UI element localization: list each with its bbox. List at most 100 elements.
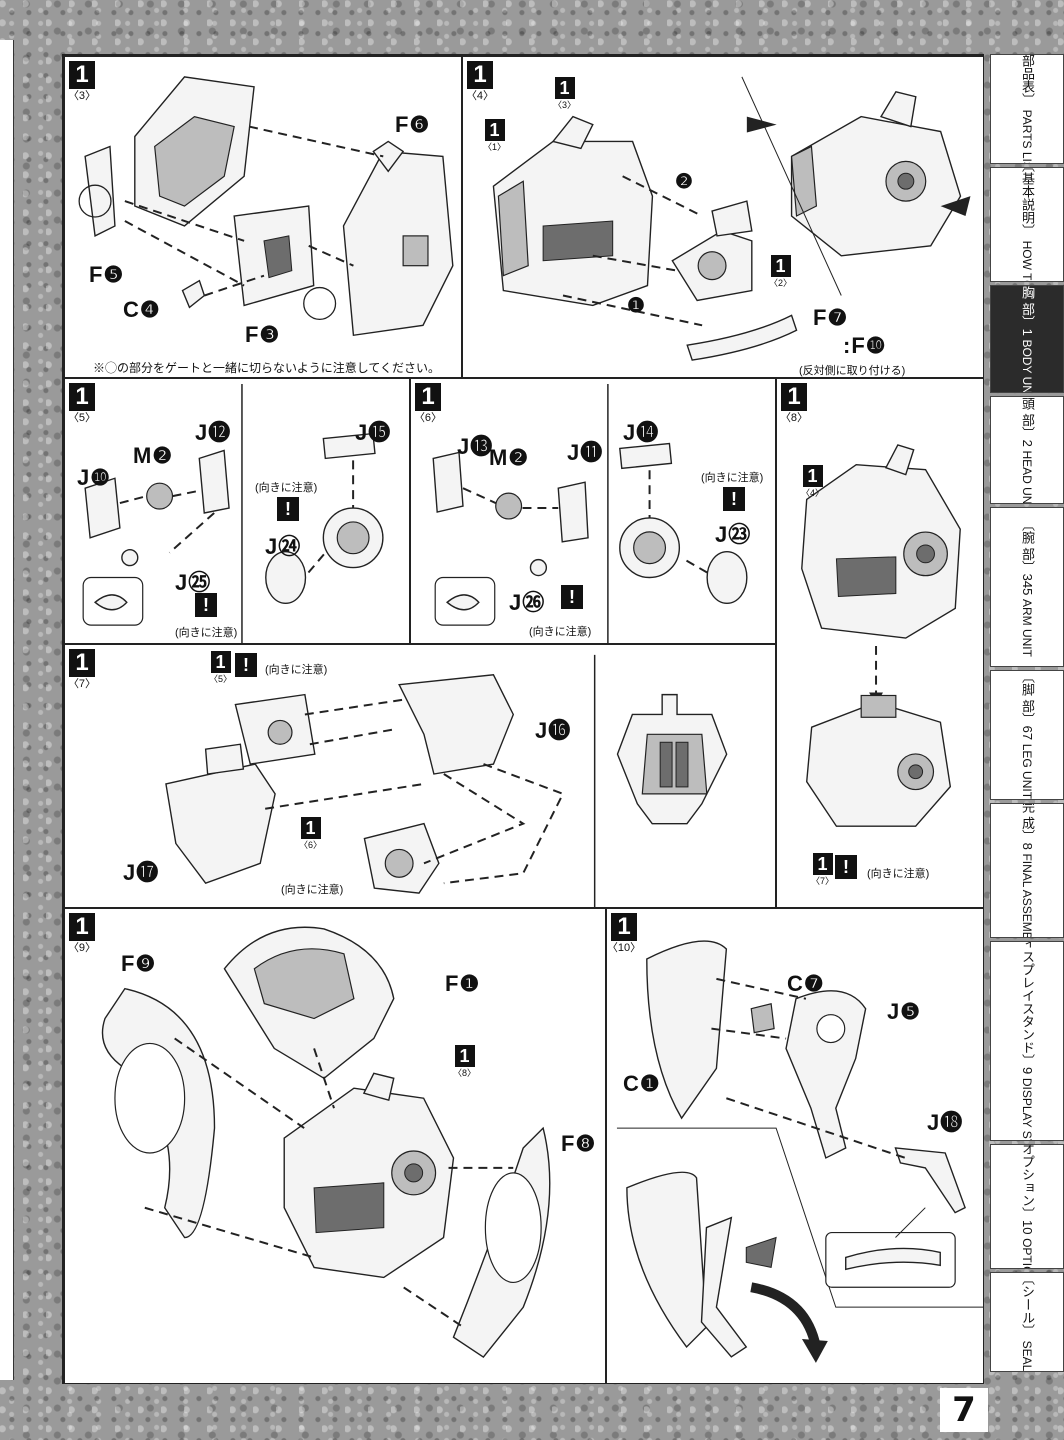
step-panel-10: 1 〈10〉 C❼ J❺ C❶ J⓲ <box>606 908 984 1384</box>
orientation-note: (向きに注意) <box>265 664 328 676</box>
step-badge: 1 〈7〉 <box>68 649 96 691</box>
step-panel-5: 1 〈5〉 J⓬ M❷ J❿ J㉕ ! (向きに注意) J⓯ (向きに注意) !… <box>64 378 410 644</box>
caution-icon: ! <box>277 497 299 521</box>
tab-seal: 〔シール〕 SEAL <box>990 1272 1064 1372</box>
step-badge: 1 〈6〉 <box>413 383 443 425</box>
caution-icon: ! <box>235 653 257 677</box>
orientation-note: (向きに注意) <box>255 482 318 494</box>
part-label: J㉔ <box>265 534 302 559</box>
part-label: J⓱ <box>123 860 160 885</box>
part-label: J㉕ <box>175 570 212 595</box>
tab-en-label: HOW TO <box>1020 240 1034 282</box>
step-number: 1 <box>300 817 321 839</box>
tab-en-label: LEG UNIT <box>1020 744 1034 800</box>
part-label: J❺ <box>887 999 921 1024</box>
step-number: 1 <box>812 853 833 875</box>
substep-reference: 1 〈2〉 <box>769 255 792 288</box>
part-label: J㉓ <box>715 522 752 547</box>
tab-arm-unit: 〔腕 部〕345 ARM UNIT <box>990 507 1064 667</box>
step-subnumber: 〈5〉 <box>67 412 97 424</box>
step-subnumber: 〈10〉 <box>606 942 642 954</box>
tab-en-label: DISPLAY STAND <box>1020 1078 1034 1141</box>
step-number: 1 <box>454 1045 475 1067</box>
step-number: 1 <box>781 383 807 411</box>
tab-head-unit: 〔頭 部〕2 HEAD UNIT <box>990 396 1064 504</box>
part-label: F❽ <box>561 1131 597 1156</box>
orientation-note: (向きに注意) <box>175 627 238 639</box>
part-label: F❻ <box>395 112 431 137</box>
tab-en-label: HEAD UNIT <box>1020 450 1034 504</box>
step-number: 1 <box>69 649 95 677</box>
orientation-note: (向きに注意) <box>529 626 592 638</box>
step-number: 1 <box>802 465 823 487</box>
tab-jp-label: 〔部品表〕 <box>1020 54 1035 106</box>
page-number: 7 <box>940 1388 988 1432</box>
orientation-note: (向きに注意) <box>867 868 930 880</box>
step-subnumber: 〈8〉 <box>453 1068 477 1078</box>
step-number: 1 <box>69 61 95 89</box>
step-panel-3: 1 〈3〉 F❻ F❺ C❹ F❸ ※◯の部分をゲートと一緒に切らないように注意… <box>64 56 462 378</box>
tab-jp-label: 〔胸 部〕1 <box>1020 285 1035 337</box>
part-label: J❿ <box>77 465 111 490</box>
tab-display-stand: 〔ディスプレイスタンド〕9 DISPLAY STAND <box>990 941 1064 1141</box>
step-subnumber: 〈8〉 <box>779 412 809 424</box>
part-label: F❶ <box>445 971 481 996</box>
part-label: J⓭ <box>457 434 494 459</box>
part-label: F❸ <box>245 322 281 347</box>
step-4-illustration <box>492 76 971 361</box>
part-label: F❼ <box>813 305 849 330</box>
sequence-marker: ❷ <box>675 171 694 193</box>
step-8-illustration <box>801 444 961 827</box>
part-label: J⓫ <box>567 440 604 465</box>
step-subnumber: 〈3〉 <box>553 100 577 110</box>
step-subnumber: 〈3〉 <box>67 90 97 102</box>
substep-reference: 1 〈6〉 <box>299 817 322 850</box>
tab-en-label: PARTS LIST <box>1020 109 1034 164</box>
step-3-illustration <box>78 76 454 337</box>
section-index-tabs: 〔部品表〕 PARTS LIST 〔基本説明〕 HOW TO 〔胸 部〕1 BO… <box>990 54 1064 1384</box>
step-6-illustration <box>432 383 748 643</box>
tab-leg-unit: 〔脚 部〕67 LEG UNIT <box>990 670 1064 800</box>
tab-parts-list: 〔部品表〕 PARTS LIST <box>990 54 1064 164</box>
substep-reference: 1 〈8〉 <box>453 1045 476 1078</box>
tab-jp-label: 〔シール〕 <box>1020 1272 1035 1338</box>
tab-en-label: ARM UNIT <box>1020 598 1034 657</box>
tab-option: 〔オプション〕10 OPTION <box>990 1144 1064 1269</box>
tab-jp-label: 〔オプション〕10 <box>1020 1144 1035 1235</box>
part-label: J⓮ <box>623 420 660 445</box>
step-subnumber: 〈6〉 <box>413 412 443 424</box>
part-label: F❺ <box>89 262 125 287</box>
step-number: 1 <box>69 913 95 941</box>
step-subnumber: 〈4〉 <box>801 488 825 498</box>
orientation-note: (向きに注意) <box>701 472 764 484</box>
step-number: 1 <box>554 77 575 99</box>
part-label: J㉖ <box>509 590 546 615</box>
step-number: 1 <box>484 119 505 141</box>
part-label: F❾ <box>121 951 157 976</box>
step-number: 1 <box>415 383 441 411</box>
step-panel-8: 1 〈8〉 1 〈4〉 1 〈7〉 ! (向きに注意) <box>776 378 984 908</box>
part-label: M❷ <box>133 443 174 468</box>
adjacent-page-edge <box>0 40 14 1380</box>
tab-jp-label: 〔頭 部〕2 <box>1020 396 1035 448</box>
tab-en-label: SEAL <box>1020 1340 1034 1372</box>
substep-reference: 1 〈3〉 <box>553 77 576 110</box>
step-panel-7: 1 〈7〉 1 〈5〉 ! (向きに注意) J⓰ J⓱ 1 〈6〉 (向きに注意… <box>64 644 776 908</box>
step-number: 1 <box>69 383 95 411</box>
part-label: J⓯ <box>355 420 392 445</box>
tab-en-label: FINAL ASSEMBLE <box>1020 853 1034 938</box>
tab-jp-label: 〔ディスプレイスタンド〕9 <box>1020 941 1035 1075</box>
instruction-sheet: 1 〈3〉 F❻ F❺ C❹ F❸ ※◯の部分をゲートと一緒に切らないように注意… <box>62 54 984 1384</box>
substep-reference: 1 〈1〉 <box>483 119 506 152</box>
step-badge: 1 〈10〉 <box>607 913 641 955</box>
caution-icon: ! <box>835 855 857 879</box>
substep-reference: 1 〈7〉 <box>811 853 834 886</box>
step-subnumber: 〈1〉 <box>483 142 507 152</box>
step-5-illustration <box>82 383 384 643</box>
part-label: M❷ <box>489 445 530 470</box>
substep-reference: 1 〈4〉 <box>801 465 824 498</box>
step-subnumber: 〈5〉 <box>209 674 233 684</box>
orientation-note: (向きに注意) <box>281 884 344 896</box>
step-10-illustration <box>616 940 983 1363</box>
step-badge: 1 〈8〉 <box>779 383 809 425</box>
